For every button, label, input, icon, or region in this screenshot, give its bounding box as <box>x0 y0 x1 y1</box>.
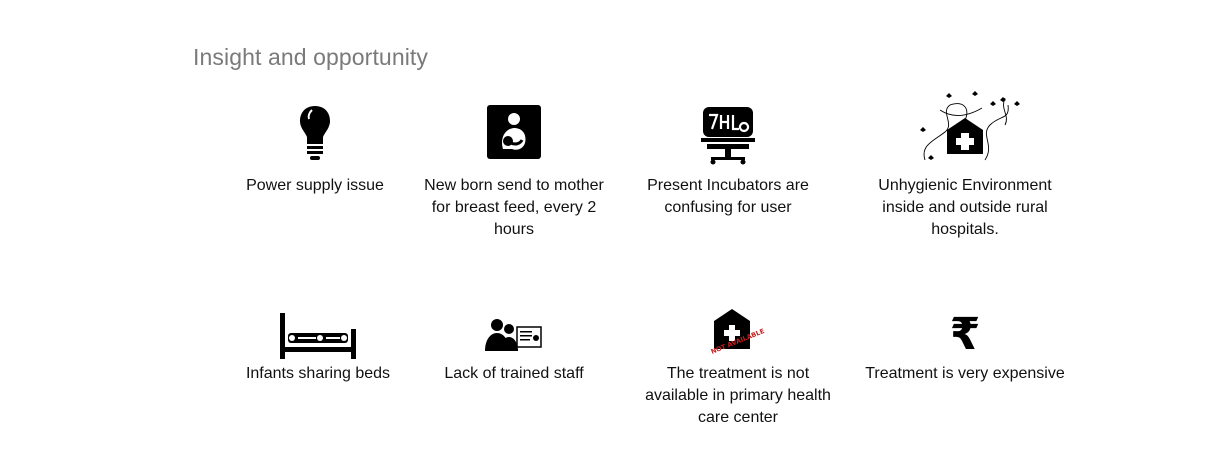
card-trained-staff: Lack of trained staff <box>414 305 614 395</box>
card-caption: Unhygienic Environment inside and outsid… <box>878 177 1052 238</box>
section-title: Insight and opportunity <box>193 44 429 70</box>
breastfeeding-icon <box>487 105 541 159</box>
card-caption: The treatment is not available in primar… <box>645 365 831 426</box>
card-unhygienic: Unhygienic Environment inside and outsid… <box>865 90 1065 250</box>
staff-certificate-icon <box>485 319 542 351</box>
card-caption: Present Incubators are confusing for use… <box>647 177 809 216</box>
card-not-available: NOT AVAILABLE The treatment is not avail… <box>638 305 838 435</box>
hospital-flies-icon <box>920 91 1020 161</box>
incubator-icon <box>701 107 755 165</box>
card-breastfeed: New born send to mother for breast feed,… <box>414 95 614 245</box>
card-caption: Lack of trained staff <box>444 365 584 382</box>
card-sharing-beds: Infants sharing beds <box>218 305 418 395</box>
bed-icon <box>280 313 356 359</box>
card-power-supply: Power supply issue <box>215 95 415 215</box>
card-caption: Power supply issue <box>246 177 384 194</box>
hospital-not-available-icon: NOT AVAILABLE <box>710 309 766 356</box>
card-caption: Treatment is very expensive <box>865 365 1065 382</box>
lightbulb-icon <box>300 106 330 160</box>
card-caption: Infants sharing beds <box>245 365 391 382</box>
card-expensive: ₹ Treatment is very expensive <box>865 305 1065 405</box>
card-incubators: Present Incubators are confusing for use… <box>628 95 828 225</box>
card-caption: New born send to mother for breast feed,… <box>424 177 604 238</box>
rupee-icon: ₹ <box>949 309 981 360</box>
